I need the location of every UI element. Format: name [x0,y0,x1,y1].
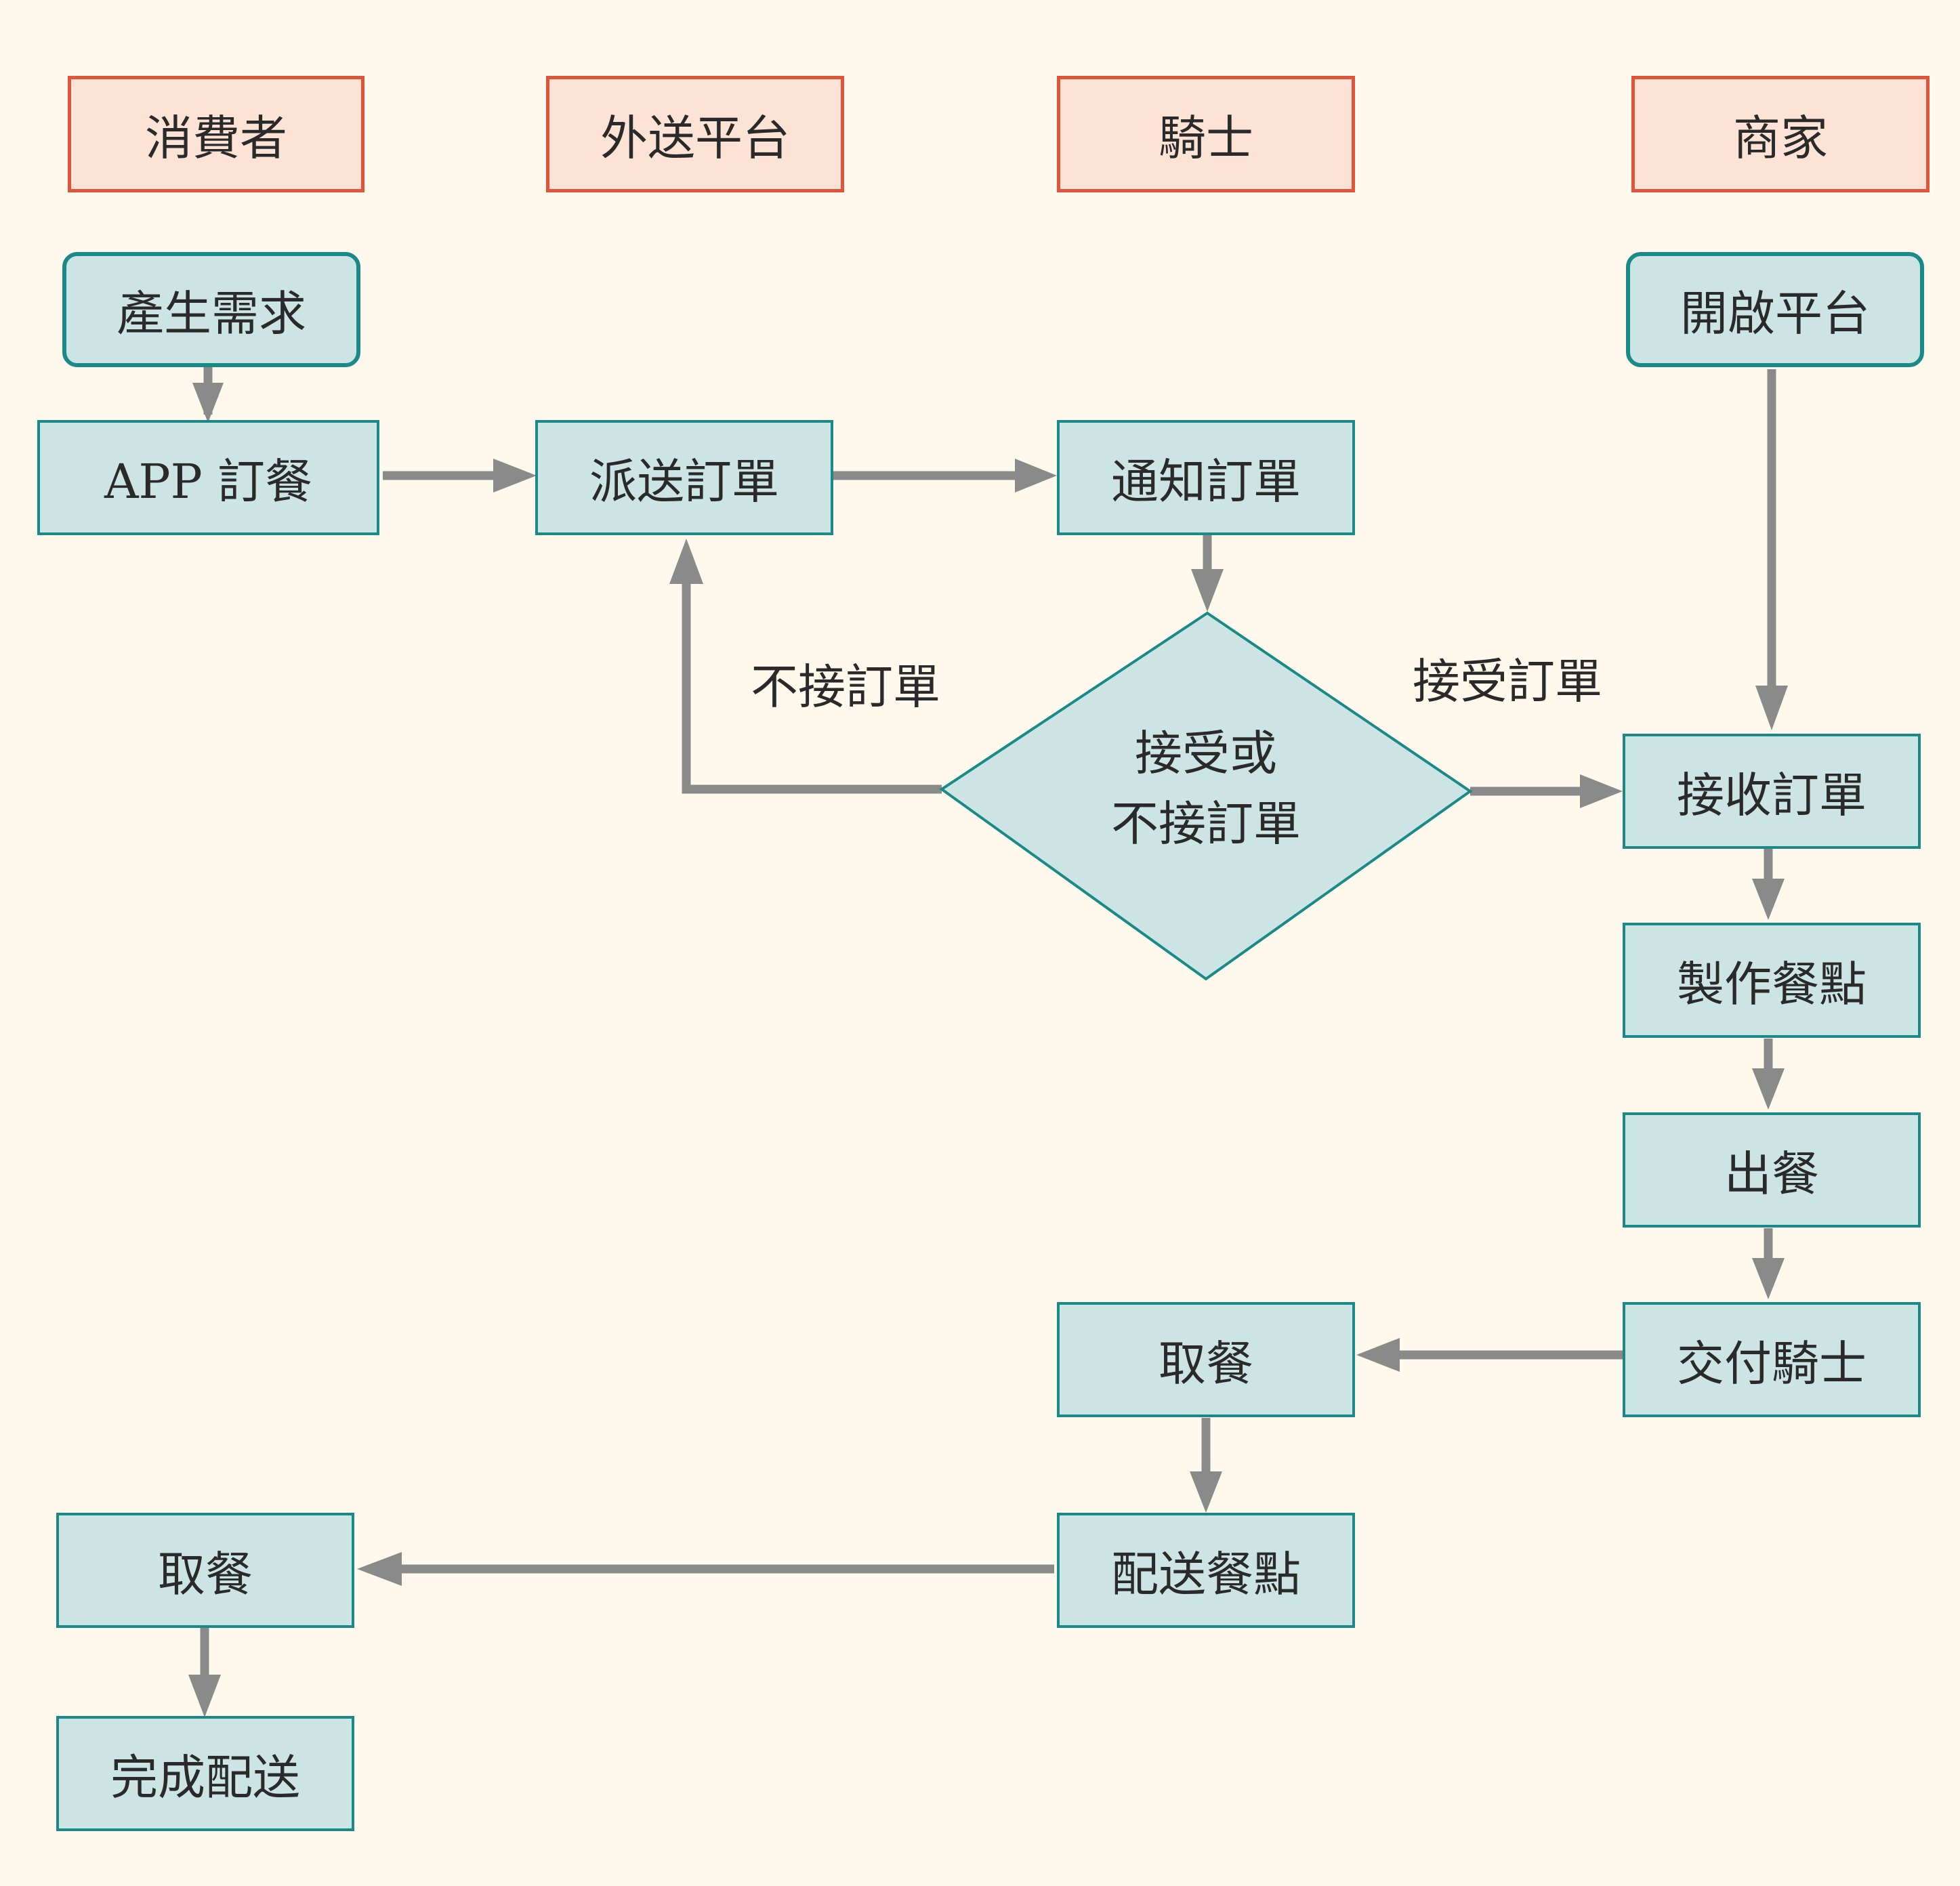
arrowhead [192,383,224,423]
node-open-platform: 開啟平台 [1626,252,1924,367]
lane-header-platform: 外送平台 [546,76,844,192]
arrowhead [1015,459,1057,493]
node-notify: 通知訂單 [1057,420,1355,535]
node-deliver: 配送餐點 [1057,1513,1355,1628]
decision-label-line-1: 接受或 [1135,726,1277,781]
arrowhead [669,539,703,584]
arrowhead [188,1675,221,1717]
decision-label: 接受或 不接訂單 [942,718,1470,859]
decision-label-line-2: 不接訂單 [1111,796,1301,852]
arrowhead [1752,1068,1785,1110]
arrowhead [1755,686,1788,730]
arrowhead [357,1552,402,1586]
arrowhead [1191,569,1224,612]
node-handover: 交付騎士 [1623,1302,1921,1417]
node-dispatch: 派送訂單 [535,420,833,535]
node-serve: 出餐 [1623,1112,1921,1228]
edge-label-accept: 接受訂單 [1413,654,1602,709]
node-rider-pickup: 取餐 [1057,1302,1355,1417]
arrow-reject-to-dispatch [682,579,942,794]
edge-label-reject: 不接訂單 [751,659,940,715]
node-need: 產生需求 [62,252,360,367]
arrowhead [1752,1258,1785,1299]
node-receive-order: 接收訂單 [1623,734,1921,849]
node-consumer-pickup: 取餐 [56,1513,354,1628]
node-complete: 完成配送 [56,1716,354,1831]
arrowhead [1580,774,1623,808]
decision-diamond [939,611,1473,981]
arrowhead [1190,1471,1222,1513]
arrowhead [493,459,537,493]
node-app-order: APP 訂餐 [37,420,379,535]
lane-header-rider: 騎士 [1057,76,1355,192]
lane-header-merchant: 商家 [1631,76,1930,192]
node-make-meal: 製作餐點 [1623,923,1921,1038]
arrowhead [1752,879,1785,920]
lane-header-consumer: 消費者 [68,76,364,192]
arrowhead [1356,1338,1400,1372]
